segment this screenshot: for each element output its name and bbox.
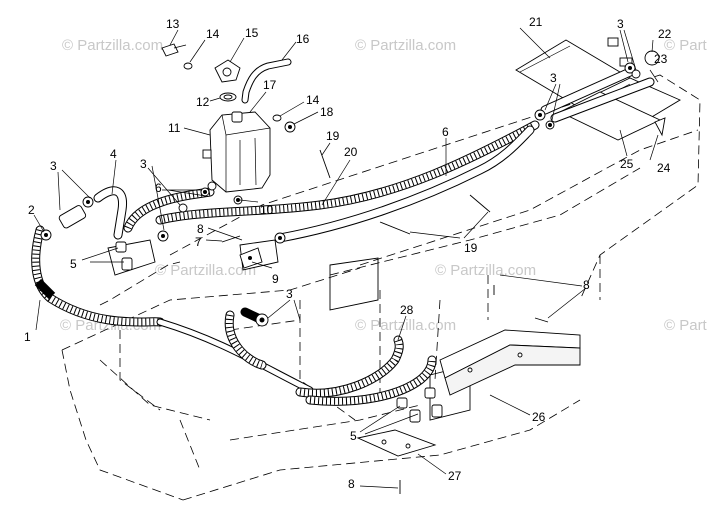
coolant-hoses <box>31 67 655 406</box>
callout-3: 3 <box>550 71 557 85</box>
callout-16: 16 <box>296 32 310 46</box>
callout-8: 8 <box>348 477 355 491</box>
watermark-text: © Part <box>664 37 708 54</box>
callout-1: 1 <box>24 330 31 344</box>
callout-19: 19 <box>326 129 340 143</box>
callout-8: 8 <box>197 222 204 236</box>
callout-3: 3 <box>286 287 293 301</box>
callout-28: 28 <box>400 303 414 317</box>
callout-7: 7 <box>195 235 202 249</box>
callout-11: 11 <box>168 121 181 135</box>
callout-2: 2 <box>28 203 35 217</box>
coolant-bottle <box>202 111 271 193</box>
callout-10: 10 <box>260 203 274 217</box>
callout-labels: 1 2 3 4 5 3 6 7 8 9 10 11 12 13 14 15 16… <box>24 15 672 491</box>
callout-6: 6 <box>442 125 449 139</box>
small-bracket <box>356 429 437 457</box>
callout-18: 18 <box>320 105 334 119</box>
callout-20: 20 <box>344 145 358 159</box>
callout-17: 17 <box>263 78 277 92</box>
callout-26: 26 <box>532 410 546 424</box>
watermark-text: © Partzilla.com <box>355 37 456 54</box>
callout-25: 25 <box>620 157 634 171</box>
callout-5: 5 <box>350 429 357 443</box>
watermark-layer: © Partzilla.com © Partzilla.com © Partzi… <box>60 37 708 334</box>
chassis-outline <box>61 74 701 501</box>
callout-14: 14 <box>206 27 220 41</box>
callout-12: 12 <box>196 95 210 109</box>
watermark-text: © Partzilla.com <box>62 37 163 54</box>
watermark-text: © Partzilla.com <box>355 317 456 334</box>
watermark-text: © Partzilla.com <box>435 262 536 279</box>
watermark-text: © Part <box>664 317 708 334</box>
callout-23: 23 <box>654 52 668 66</box>
callout-4: 4 <box>110 147 117 161</box>
callout-21: 21 <box>529 15 543 29</box>
callout-13: 13 <box>166 17 180 31</box>
callout-14: 14 <box>306 93 320 107</box>
callout-3: 3 <box>140 157 147 171</box>
fill-cap-parts <box>161 43 296 133</box>
lower-bracket <box>439 329 581 396</box>
callout-9: 9 <box>272 272 279 286</box>
callout-6: 6 <box>155 181 162 195</box>
leader-lines <box>33 27 659 489</box>
callout-8: 8 <box>583 278 590 292</box>
callout-15: 15 <box>245 26 259 40</box>
callout-5: 5 <box>70 257 77 271</box>
callout-22: 22 <box>658 27 672 41</box>
callout-24: 24 <box>657 161 671 175</box>
callout-3: 3 <box>50 159 57 173</box>
callout-27: 27 <box>448 469 462 483</box>
callout-3: 3 <box>617 17 624 31</box>
watermark-text: © Partzilla.com <box>155 262 256 279</box>
callout-19: 19 <box>464 241 478 255</box>
